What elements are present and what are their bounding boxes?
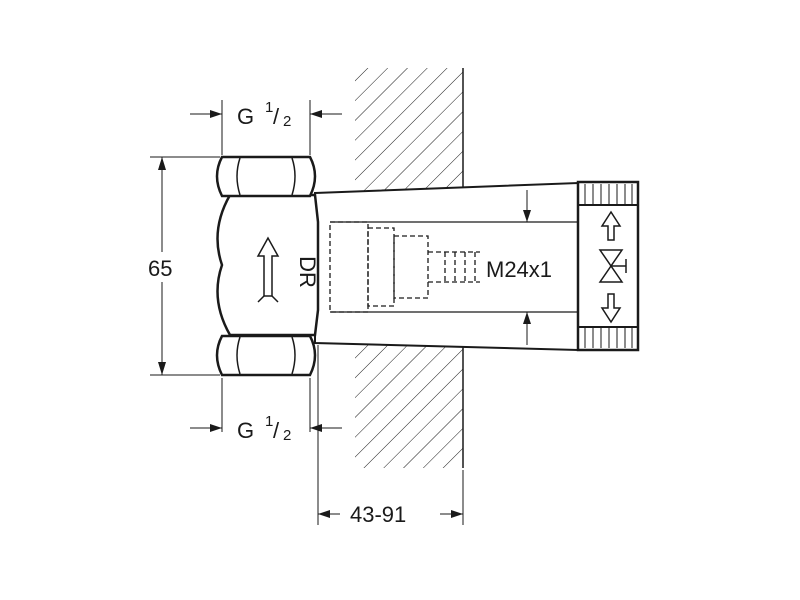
thread-top-slash: / — [273, 104, 280, 129]
thread-bottom-numerator: 1 — [265, 413, 273, 430]
thread-top-label: G — [237, 104, 254, 129]
cap-body — [576, 180, 640, 352]
spindle-hidden-lines — [329, 221, 480, 313]
dimension-thread-bottom: G 1 / 2 — [190, 378, 342, 444]
cap-knurling-top — [584, 184, 633, 204]
thread-bottom-slash: / — [273, 418, 280, 443]
cap-knurling-bottom — [584, 328, 633, 348]
flow-arrow-icon — [256, 236, 280, 303]
dimension-spindle-thread: M24x1 — [486, 190, 552, 345]
height-label: 65 — [148, 256, 172, 281]
thread-bottom-label: G — [237, 418, 254, 443]
dimension-depth-range: 43-91 — [317, 345, 464, 528]
dimension-height: 65 — [142, 156, 220, 376]
bottom-hex-nut — [215, 334, 317, 377]
valve-symbol-icon — [598, 210, 627, 324]
dimension-thread-top: G 1 / 2 — [190, 99, 342, 155]
depth-range-label: 43-91 — [350, 502, 406, 527]
flow-mark-label: DR — [295, 256, 320, 288]
top-hex-nut — [215, 155, 317, 198]
thread-top-denominator: 2 — [283, 113, 291, 130]
spindle-thread-label: M24x1 — [486, 257, 552, 282]
thread-top-numerator: 1 — [265, 99, 273, 116]
thread-bottom-denominator: 2 — [283, 427, 291, 444]
valve-body: DR — [215, 155, 320, 377]
